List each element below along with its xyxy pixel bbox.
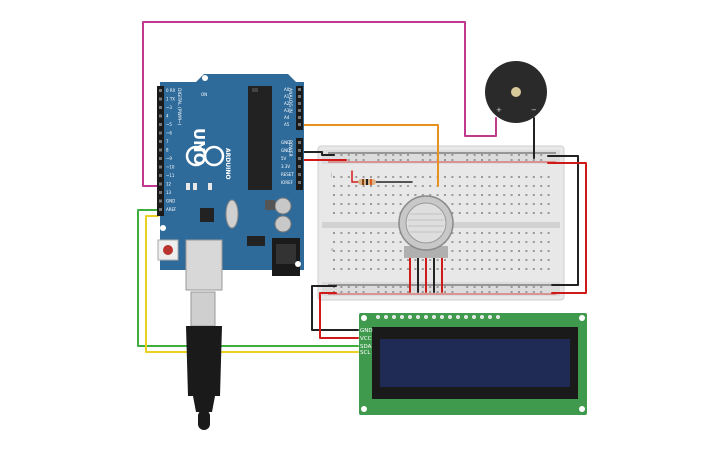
board-maker-label: ARDUINO — [224, 148, 231, 179]
wire-lcd-vcc — [319, 292, 359, 339]
analog-label: ANALOG IN — [287, 88, 293, 113]
lcd-pin-label: GND — [360, 328, 373, 334]
digital-pin-label: 13 — [166, 190, 172, 195]
digital-pin-label: ~6 — [166, 131, 172, 136]
lcd-display[interactable]: GND VCC SDA SCL — [359, 313, 587, 415]
analog-pin-label: A4 — [284, 115, 290, 120]
atmega-chip — [248, 86, 272, 190]
piezo-buzzer[interactable]: + − — [485, 61, 547, 123]
digital-pin-label: ~3 — [166, 105, 172, 110]
header-pins — [159, 88, 301, 211]
digital-label: DIGITAL (PWM~) — [176, 88, 182, 126]
wire-yellow-scl — [145, 215, 359, 353]
usb-cable[interactable] — [185, 239, 223, 430]
capacitor — [274, 215, 292, 233]
digital-pin-label: 8 — [166, 148, 169, 153]
lcd-pin-label: VCC — [360, 336, 372, 342]
usb-port — [185, 239, 223, 291]
resistor[interactable] — [358, 179, 376, 185]
digital-pin-label: ~10 — [166, 165, 175, 170]
digital-pin-label: 1 TX — [166, 97, 175, 102]
breadboard-holes — [333, 154, 550, 293]
analog-header[interactable] — [296, 86, 303, 130]
rx-led — [193, 183, 197, 190]
lcd-pin-label: SDA — [360, 344, 372, 350]
digital-pin-label: GND — [166, 199, 175, 204]
breadboard-row-letters: j e — [330, 172, 334, 252]
lcd-i2c-pins: GND VCC SDA SCL — [360, 328, 373, 356]
digital-pin-label: 0 RX — [166, 88, 176, 93]
digital-pin-label: AREF — [166, 207, 177, 212]
wire-black-right — [547, 155, 579, 286]
board-model-label: UNO — [190, 128, 208, 166]
analog-pin-label: A5 — [284, 122, 290, 127]
power-label: POWER — [287, 140, 293, 157]
power-pin-label: IOREF — [281, 180, 294, 185]
digital-pin-label: ~5 — [166, 122, 172, 127]
power-header[interactable] — [296, 138, 303, 190]
digital-pin-label: 4 — [166, 114, 169, 119]
l-led — [208, 183, 212, 190]
analog-pin-label: A0 — [284, 87, 290, 92]
digital-pin-label: 12 — [166, 182, 172, 187]
analog-pin-label: A2 — [284, 101, 290, 106]
wire-magenta — [142, 21, 497, 187]
tx-led — [186, 183, 190, 190]
digital-pin-label: ~11 — [166, 173, 175, 178]
arduino-logo — [185, 145, 225, 167]
wire-green-sda — [137, 209, 359, 347]
buzzer-minus-label: − — [531, 106, 537, 114]
on-led-label: ON — [201, 92, 207, 97]
analog-pin-label: A1 — [284, 94, 290, 99]
power-pin-label: 5V — [281, 156, 287, 161]
wire-resistor-red — [351, 170, 361, 183]
lcd-header-pins — [376, 315, 500, 319]
usb-chip — [200, 208, 214, 222]
reset-button-cap[interactable] — [163, 245, 173, 255]
digital-pin-label: ~9 — [166, 156, 172, 161]
pin-labels: 0 RX1 TX~34~5~678~9~10~111213GNDAREFA0A1… — [166, 87, 294, 212]
wires — [137, 21, 587, 353]
regulator — [247, 236, 265, 246]
lcd-pin-label: SCL — [360, 350, 371, 356]
row-letter: e — [331, 247, 334, 252]
arduino-uno-board[interactable]: UNO ARDUINO DIGITAL (PWM~) ANALOG IN POW… — [157, 74, 304, 276]
row-letter: j — [330, 172, 332, 177]
wire-gnd-top — [297, 151, 335, 156]
power-pin-label: RESET — [281, 172, 294, 177]
lcd-screen — [380, 339, 570, 387]
analog-pin-label: A3 — [284, 108, 290, 113]
wire-red-right — [547, 162, 587, 294]
capacitor — [274, 197, 292, 215]
power-pin-label: GND — [281, 148, 290, 153]
wire-lcd-gnd — [311, 285, 359, 331]
wire-orange — [297, 124, 439, 187]
digital-pin-label: 7 — [166, 139, 169, 144]
crystal — [225, 199, 239, 229]
power-pin-label: GND — [281, 140, 290, 145]
gas-sensor[interactable] — [398, 195, 454, 258]
buzzer-plus-label: + — [496, 106, 502, 114]
power-pin-label: 3.3V — [281, 164, 290, 169]
